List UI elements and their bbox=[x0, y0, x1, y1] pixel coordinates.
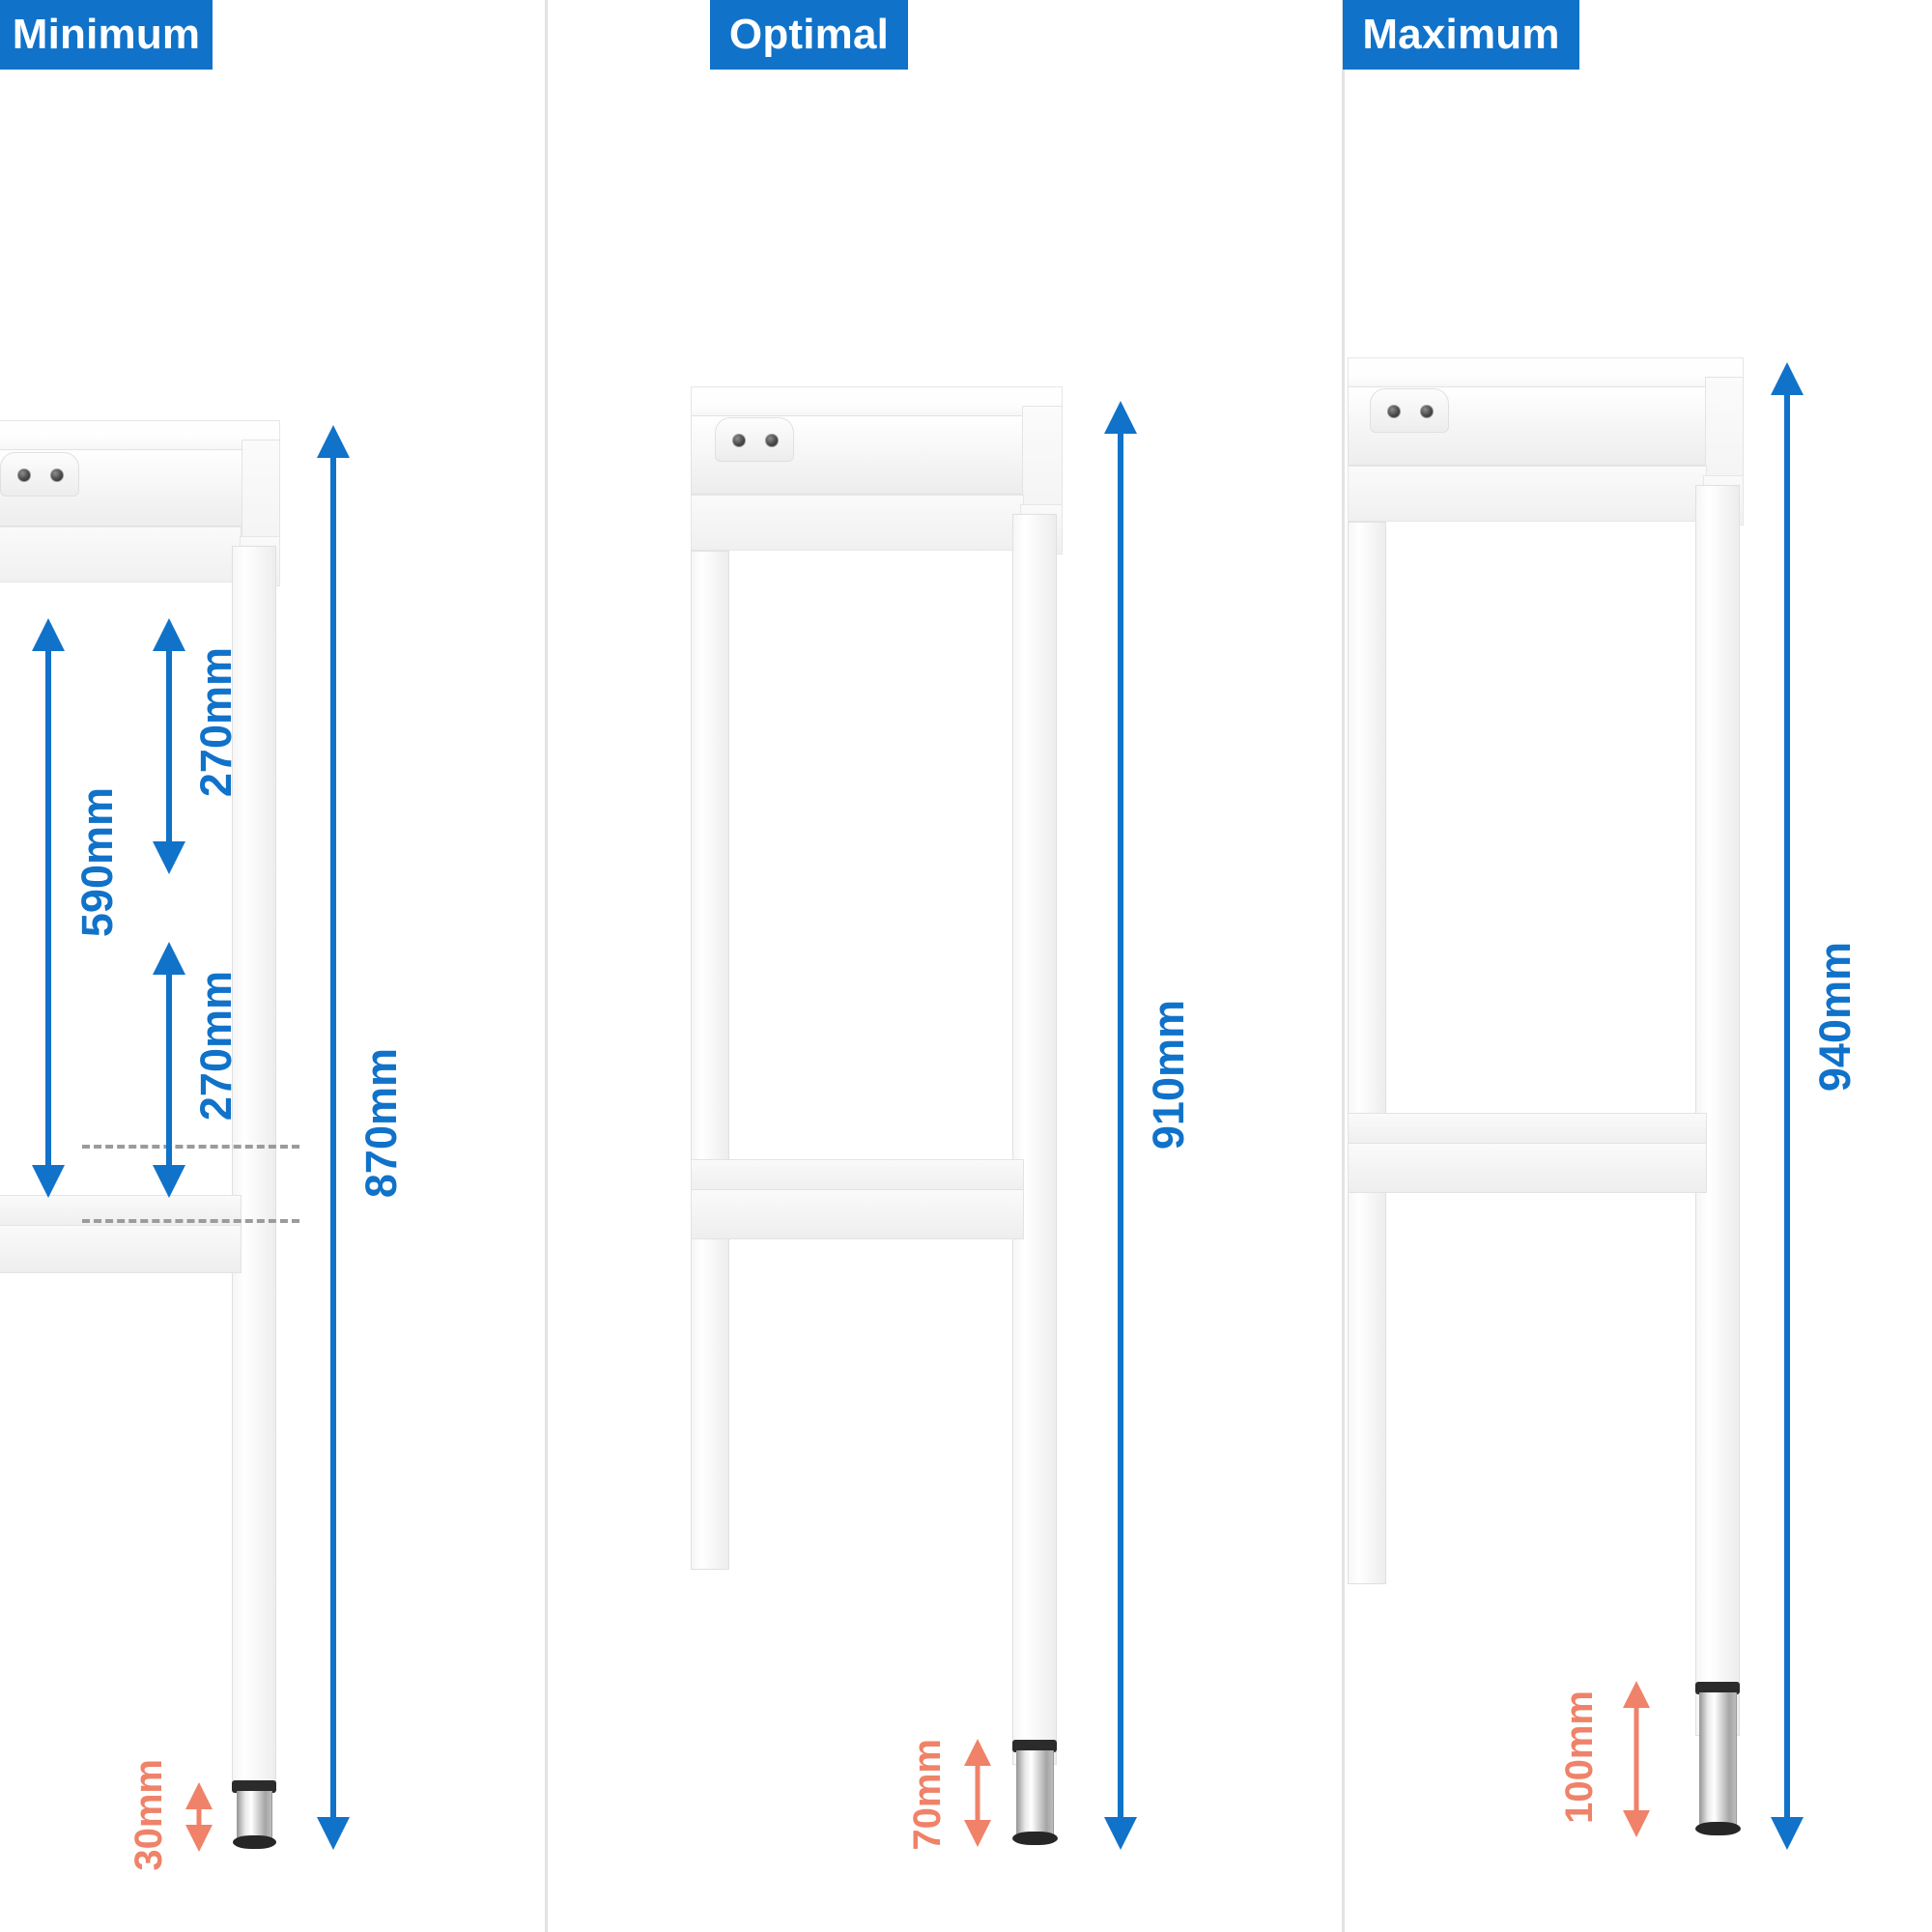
leg-rear-max bbox=[1348, 522, 1386, 1584]
arrow-down-icon bbox=[964, 1820, 991, 1847]
dimension-label-270mm-upper: 270mm bbox=[191, 647, 241, 798]
banner-label-minimum: Minimum bbox=[12, 11, 201, 58]
foot-collar-min bbox=[232, 1780, 276, 1793]
dimension-shaft bbox=[45, 636, 51, 1180]
foot-dimension-label-70mm: 70mm bbox=[906, 1739, 949, 1851]
lower-rail-side-opt bbox=[691, 1189, 1024, 1239]
banner-maximum: Maximum bbox=[1343, 0, 1579, 70]
mounting-bracket-max bbox=[1370, 388, 1449, 433]
banner-optimal: Optimal bbox=[710, 0, 908, 70]
dimension-label-590mm: 590mm bbox=[72, 787, 122, 938]
foot-dimension-100mm: 100mm bbox=[1558, 1681, 1660, 1837]
dimension-590mm-min: 590mm bbox=[19, 618, 122, 1198]
leg-front-opt bbox=[1012, 514, 1057, 1765]
dimension-label-870mm: 870mm bbox=[356, 1048, 406, 1199]
lower-rail-opt bbox=[691, 1159, 1024, 1194]
dimension-label-940mm: 940mm bbox=[1810, 942, 1860, 1093]
dimension-shaft bbox=[166, 959, 172, 1180]
arrow-down-icon bbox=[153, 1165, 185, 1198]
arrow-down-icon bbox=[185, 1825, 213, 1852]
banner-label-optimal: Optimal bbox=[728, 11, 890, 58]
dimension-910mm-total: 910mm bbox=[1092, 401, 1193, 1850]
screw-head-icon-min-1 bbox=[17, 469, 31, 482]
leg-rear-opt bbox=[691, 551, 729, 1570]
foot-dimension-label-100mm: 100mm bbox=[1558, 1690, 1601, 1824]
tabletop-front-max bbox=[1705, 377, 1744, 485]
banner-label-maximum: Maximum bbox=[1362, 11, 1560, 58]
arrow-down-icon bbox=[1104, 1817, 1137, 1850]
apron-min bbox=[0, 526, 242, 582]
lower-rail-side-max bbox=[1348, 1143, 1707, 1193]
arrow-down-icon bbox=[317, 1817, 350, 1850]
arrow-down-icon bbox=[153, 841, 185, 874]
foot-dimension-30mm: 30mm bbox=[128, 1759, 222, 1871]
panel-divider-2 bbox=[1342, 0, 1345, 1932]
foot-base-max bbox=[1695, 1822, 1741, 1835]
leg-front-max bbox=[1695, 485, 1740, 1736]
guide-dash-lower-min bbox=[82, 1219, 299, 1223]
tabletop-front-opt bbox=[1022, 406, 1063, 514]
screw-head-icon-opt-2 bbox=[765, 434, 779, 447]
foot-base-min bbox=[233, 1835, 276, 1849]
lower-rail-side-min bbox=[0, 1225, 242, 1273]
foot-dimension-label-30mm: 30mm bbox=[128, 1759, 170, 1871]
dimension-label-270mm-lower: 270mm bbox=[191, 971, 241, 1122]
leg-front-min bbox=[232, 546, 276, 1782]
apron-opt bbox=[691, 495, 1024, 551]
arrow-down-icon bbox=[1771, 1817, 1804, 1850]
adjustable-foot-icon-min bbox=[237, 1791, 272, 1843]
foot-collar-opt bbox=[1012, 1740, 1057, 1752]
screw-head-icon-max-2 bbox=[1420, 405, 1434, 418]
dimension-label-910mm: 910mm bbox=[1144, 1000, 1193, 1151]
screw-head-icon-min-2 bbox=[50, 469, 64, 482]
foot-base-opt bbox=[1012, 1832, 1058, 1845]
adjustable-foot-icon-max bbox=[1699, 1692, 1737, 1830]
banner-minimum: Minimum bbox=[0, 0, 213, 70]
foot-dimension-70mm: 70mm bbox=[906, 1739, 1001, 1851]
mounting-bracket-opt bbox=[715, 417, 794, 462]
arrow-down-icon bbox=[1623, 1810, 1650, 1837]
screw-head-icon-max-1 bbox=[1387, 405, 1401, 418]
dimension-shaft bbox=[330, 442, 336, 1833]
tabletop-front-min bbox=[242, 440, 280, 546]
mounting-bracket-min bbox=[0, 452, 79, 497]
apron-max bbox=[1348, 466, 1707, 522]
foot-dimension-shaft bbox=[1634, 1694, 1639, 1824]
guide-dash-upper-min bbox=[82, 1145, 299, 1149]
adjustable-foot-icon-opt bbox=[1016, 1750, 1054, 1839]
arrow-down-icon bbox=[32, 1165, 65, 1198]
dimension-shaft bbox=[166, 636, 172, 857]
foot-collar-max bbox=[1695, 1682, 1740, 1694]
dimension-940mm-total: 940mm bbox=[1758, 362, 1860, 1850]
dimension-shaft bbox=[1784, 380, 1790, 1833]
dimension-270mm-upper-min: 270mm bbox=[140, 618, 241, 874]
foot-dimension-shaft bbox=[196, 1796, 202, 1838]
foot-dimension-shaft bbox=[975, 1752, 980, 1833]
panel-divider-1 bbox=[545, 0, 548, 1932]
dimension-shaft bbox=[1118, 418, 1123, 1833]
screw-head-icon-opt-1 bbox=[732, 434, 746, 447]
dimension-270mm-lower-min: 270mm bbox=[140, 942, 241, 1198]
dimension-870mm-total: 870mm bbox=[304, 425, 406, 1850]
